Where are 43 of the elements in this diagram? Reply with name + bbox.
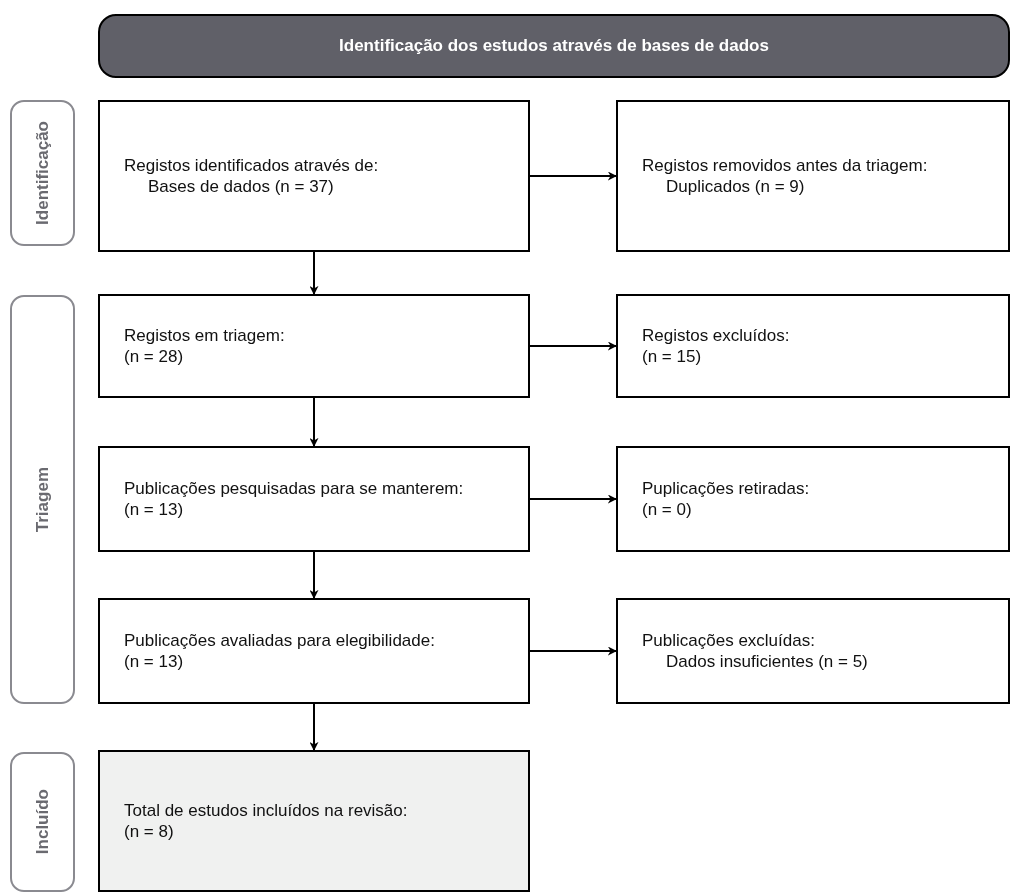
box-heading: Registos identificados através de:	[124, 155, 380, 176]
process-box	[616, 294, 1010, 398]
process-box	[616, 446, 1010, 552]
count-text: (n = 15)	[642, 346, 703, 367]
count-text: (n = 0)	[642, 499, 693, 520]
box-heading: Registos removidos antes da triagem:	[642, 155, 929, 176]
box-heading: Publicações pesquisadas para se manterem:	[124, 478, 465, 499]
box-heading: Puplicações retiradas:	[642, 478, 811, 499]
process-box	[616, 100, 1010, 252]
phase-label: Identificação	[32, 121, 53, 225]
process-box	[98, 446, 530, 552]
arrow	[309, 251, 319, 295]
box-heading: Publicações avaliadas para elegibilidade:	[124, 630, 436, 651]
box-heading: Total de estudos incluídos na revisão:	[124, 800, 409, 821]
arrow	[529, 341, 617, 351]
arrow	[529, 494, 617, 504]
result-box	[98, 750, 530, 892]
phase-label: Triagem	[32, 466, 53, 533]
phase-label-band	[10, 100, 75, 246]
process-box	[98, 598, 530, 704]
box-heading: Registos em triagem:	[124, 325, 286, 346]
count-text: Duplicados (n = 9)	[665, 176, 806, 197]
process-box	[616, 598, 1010, 704]
count-text: (n = 13)	[124, 651, 185, 672]
header-text: Identificação dos estudos através de bases de dados	[339, 36, 769, 56]
arrow	[529, 646, 617, 656]
arrow	[309, 703, 319, 751]
box-heading: Registos excluídos:	[642, 325, 791, 346]
box-heading: Publicações excluídas:	[642, 630, 816, 651]
count-text: (n = 28)	[124, 346, 185, 367]
arrow	[309, 397, 319, 447]
count-text: Bases de dados (n = 37)	[147, 176, 335, 197]
count-text: (n = 8)	[124, 821, 175, 842]
phase-label-band	[10, 752, 75, 892]
count-text: (n = 13)	[124, 499, 185, 520]
arrow	[309, 551, 319, 599]
count-text: Dados insuficientes (n = 5)	[665, 651, 869, 672]
phase-label-band	[10, 295, 75, 704]
process-box	[98, 294, 530, 398]
phase-label: Incluído	[32, 789, 53, 855]
arrow	[529, 171, 617, 181]
process-box	[98, 100, 530, 252]
section-header-bar	[98, 14, 1010, 78]
